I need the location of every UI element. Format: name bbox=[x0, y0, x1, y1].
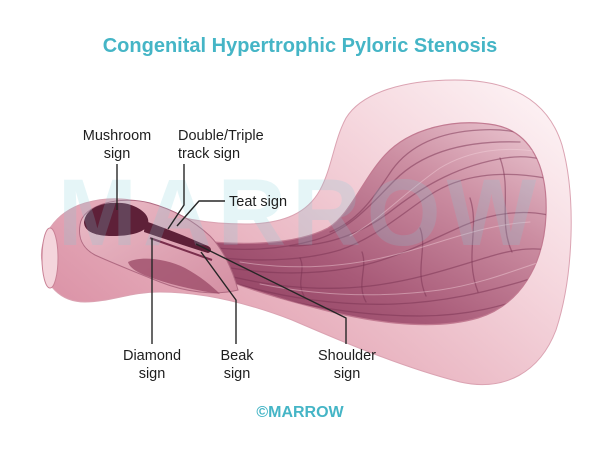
label-line: Shoulder bbox=[318, 348, 376, 364]
label-line: sign bbox=[224, 366, 251, 382]
antral-fold bbox=[128, 258, 220, 294]
label-line: Diamond bbox=[123, 348, 181, 364]
shoulder-sign-leader bbox=[195, 243, 347, 344]
label-line: Teat sign bbox=[229, 194, 287, 210]
label-line: Double/Triple bbox=[178, 128, 264, 144]
teat-sign-leader bbox=[176, 200, 225, 227]
duodenum-opening bbox=[41, 227, 59, 289]
watermark: MARROW bbox=[58, 160, 543, 266]
label-line: track sign bbox=[178, 146, 240, 162]
label-mushroom-sign: Mushroom sign bbox=[83, 128, 152, 162]
duodenal-bulb-lumen bbox=[84, 202, 149, 236]
label-diamond-sign: Diamond sign bbox=[123, 348, 181, 382]
pyloric-canal-lumen bbox=[144, 221, 211, 253]
label-line: sign bbox=[139, 366, 166, 382]
label-line: Beak bbox=[220, 348, 254, 364]
label-line: Mushroom bbox=[83, 128, 152, 144]
label-teat-sign: Teat sign bbox=[229, 194, 287, 210]
label-line: sign bbox=[104, 146, 131, 162]
beak-sign-leader bbox=[200, 251, 237, 344]
double-triple-track-leader bbox=[167, 164, 185, 230]
copyright-logo: ©MARROW bbox=[256, 404, 344, 421]
label-double-triple-track-sign: Double/Triple track sign bbox=[178, 128, 264, 162]
page-title: Congenital Hypertrophic Pyloric Stenosis bbox=[103, 35, 498, 57]
label-shoulder-sign: Shoulder sign bbox=[318, 348, 376, 382]
label-beak-sign: Beak sign bbox=[220, 348, 254, 382]
label-line: sign bbox=[334, 366, 361, 382]
